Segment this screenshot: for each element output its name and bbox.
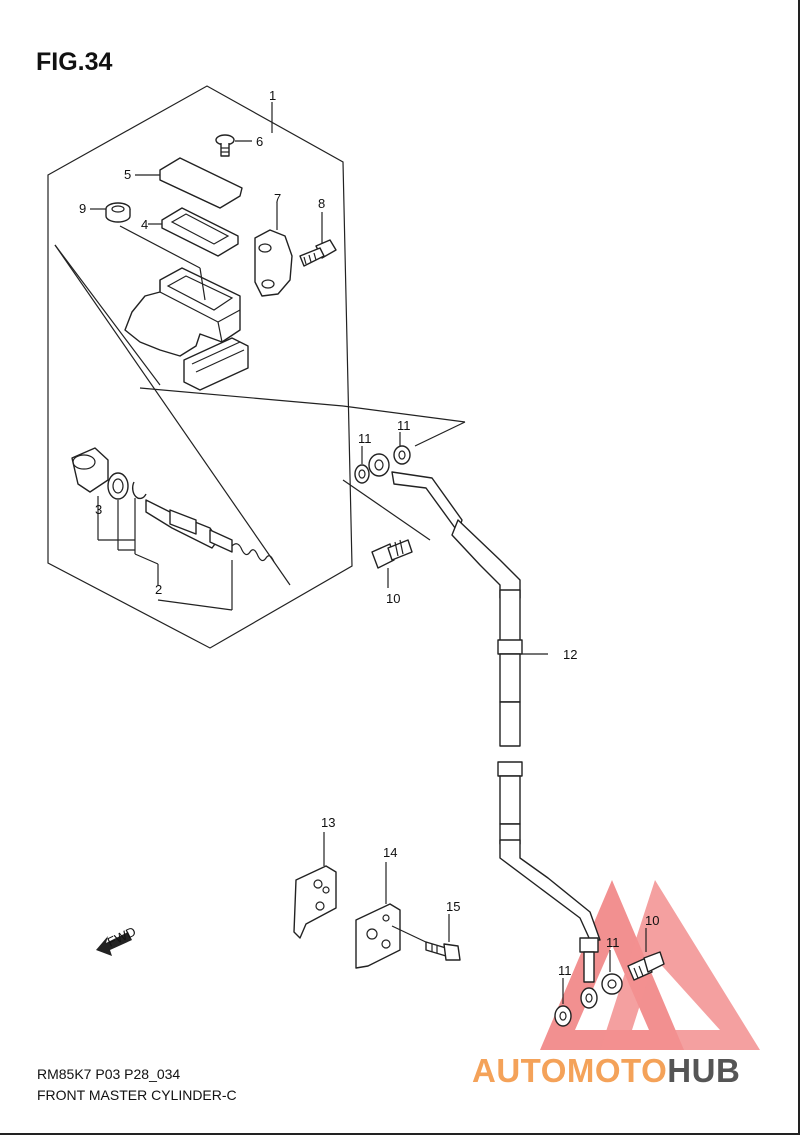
part-13-bracket bbox=[293, 832, 337, 939]
part-5-cap bbox=[135, 157, 243, 209]
callout-4: 4 bbox=[141, 217, 148, 232]
callout-11: 11 bbox=[606, 935, 620, 950]
callout-11: 11 bbox=[397, 418, 411, 433]
callout-3: 3 bbox=[95, 502, 102, 517]
part-14-bracket bbox=[355, 862, 431, 969]
callout-14: 14 bbox=[383, 845, 397, 860]
callout-9: 9 bbox=[79, 201, 86, 216]
callout-13: 13 bbox=[321, 815, 335, 830]
piston-assembly bbox=[71, 447, 275, 611]
callout-12: 12 bbox=[563, 647, 577, 662]
part-4-diaphragm bbox=[148, 207, 239, 257]
fwd-arrow-icon: FWD bbox=[96, 924, 138, 956]
watermark-part2: HUB bbox=[667, 1052, 741, 1089]
callout-10: 10 bbox=[645, 913, 659, 928]
callout-1: 1 bbox=[269, 88, 276, 103]
callout-7: 7 bbox=[274, 191, 281, 206]
assembly-outline bbox=[47, 85, 353, 649]
frame-bottom bbox=[0, 1133, 800, 1135]
figure-title: FIG.34 bbox=[36, 48, 113, 76]
watermark-part1: AUTOMOTO bbox=[472, 1052, 668, 1089]
callout-11: 11 bbox=[558, 963, 572, 978]
callout-6: 6 bbox=[256, 134, 263, 149]
part-9-boot bbox=[90, 202, 131, 223]
part-8-bolt bbox=[299, 212, 337, 267]
callout-11: 11 bbox=[358, 431, 372, 446]
callout-10: 10 bbox=[386, 591, 400, 606]
part-name: FRONT MASTER CYLINDER-C bbox=[37, 1087, 237, 1103]
master-cylinder-body bbox=[119, 225, 249, 391]
upper-hose-fitting bbox=[139, 387, 466, 588]
part-7-clamp bbox=[254, 203, 293, 297]
model-code: RM85K7 P03 P28_034 bbox=[37, 1066, 181, 1082]
fwd-label: FWD bbox=[105, 924, 138, 950]
watermark-logo: AUTOMOTOHUB bbox=[472, 1052, 740, 1090]
frame-right bbox=[798, 0, 800, 1135]
brake-hose bbox=[391, 471, 601, 1009]
callout-15: 15 bbox=[446, 899, 460, 914]
part-15-bolt bbox=[425, 914, 461, 961]
lower-hose-fitting bbox=[554, 928, 665, 1027]
callout-8: 8 bbox=[318, 196, 325, 211]
watermark-triangles bbox=[540, 880, 760, 1050]
callout-5: 5 bbox=[124, 167, 131, 182]
part-6-screw bbox=[215, 134, 252, 157]
callout-2: 2 bbox=[155, 582, 162, 597]
